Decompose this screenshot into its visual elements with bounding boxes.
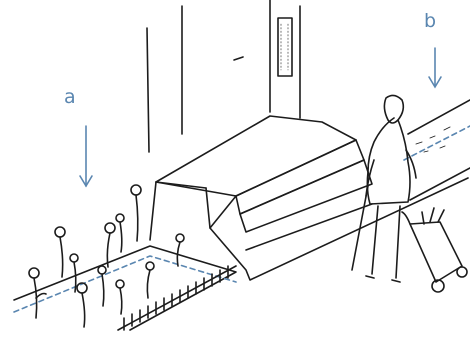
annotation-label-b: b xyxy=(424,12,436,31)
flower-icon xyxy=(116,214,124,252)
flower-icon xyxy=(77,283,87,327)
pavement xyxy=(404,100,470,200)
flower-icon xyxy=(176,234,184,266)
flower-icon xyxy=(131,185,141,241)
annotation-label-a: a xyxy=(64,88,76,107)
flower-icon xyxy=(116,280,124,314)
door-nameplate xyxy=(278,18,292,76)
flower-icon xyxy=(98,266,106,306)
flower-icon xyxy=(55,227,65,277)
flowerbed xyxy=(14,185,236,330)
down-arrow-icon xyxy=(80,126,92,186)
walking-cane-icon xyxy=(352,186,368,270)
down-arrow-icon xyxy=(429,48,441,87)
entrance-steps xyxy=(150,116,468,280)
wheeled-shopping-trolley-icon xyxy=(402,208,467,292)
flower-icon xyxy=(146,262,154,298)
building-doorway xyxy=(147,0,300,152)
